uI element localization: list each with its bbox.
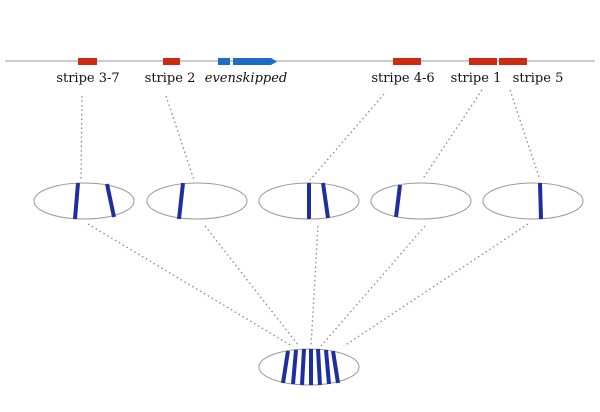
label-stripe-2: stripe 2: [145, 71, 196, 86]
label-stripe-4-6: stripe 4-6: [371, 71, 434, 86]
enhancer-stripe-5: [499, 58, 527, 65]
embryo-stripe-1: [370, 182, 472, 220]
label-stripe-5: stripe 5: [513, 71, 564, 86]
label-stripe-1: stripe 1: [451, 71, 502, 86]
embryo-stripe-4-6: [258, 182, 360, 220]
gene-exon-1: [218, 58, 230, 65]
embryo-stripe-3-7: [33, 182, 135, 220]
embryo-all-stripes: [258, 348, 360, 386]
connector-lines: [80, 89, 541, 347]
embryo-stripe-2: [146, 182, 248, 220]
enhancer-stripe-4-6: [393, 58, 421, 65]
enhancer-stripe-3-7: [78, 58, 97, 65]
enhancer-stripe-1: [469, 58, 497, 65]
enhancer-stripe-2: [163, 58, 180, 65]
label-evenskipped: evenskipped: [205, 71, 287, 86]
gene-exon-2-arrow: [233, 58, 277, 65]
label-stripe-3-7: stripe 3-7: [56, 71, 119, 86]
embryo-stripe-5: [482, 182, 584, 220]
